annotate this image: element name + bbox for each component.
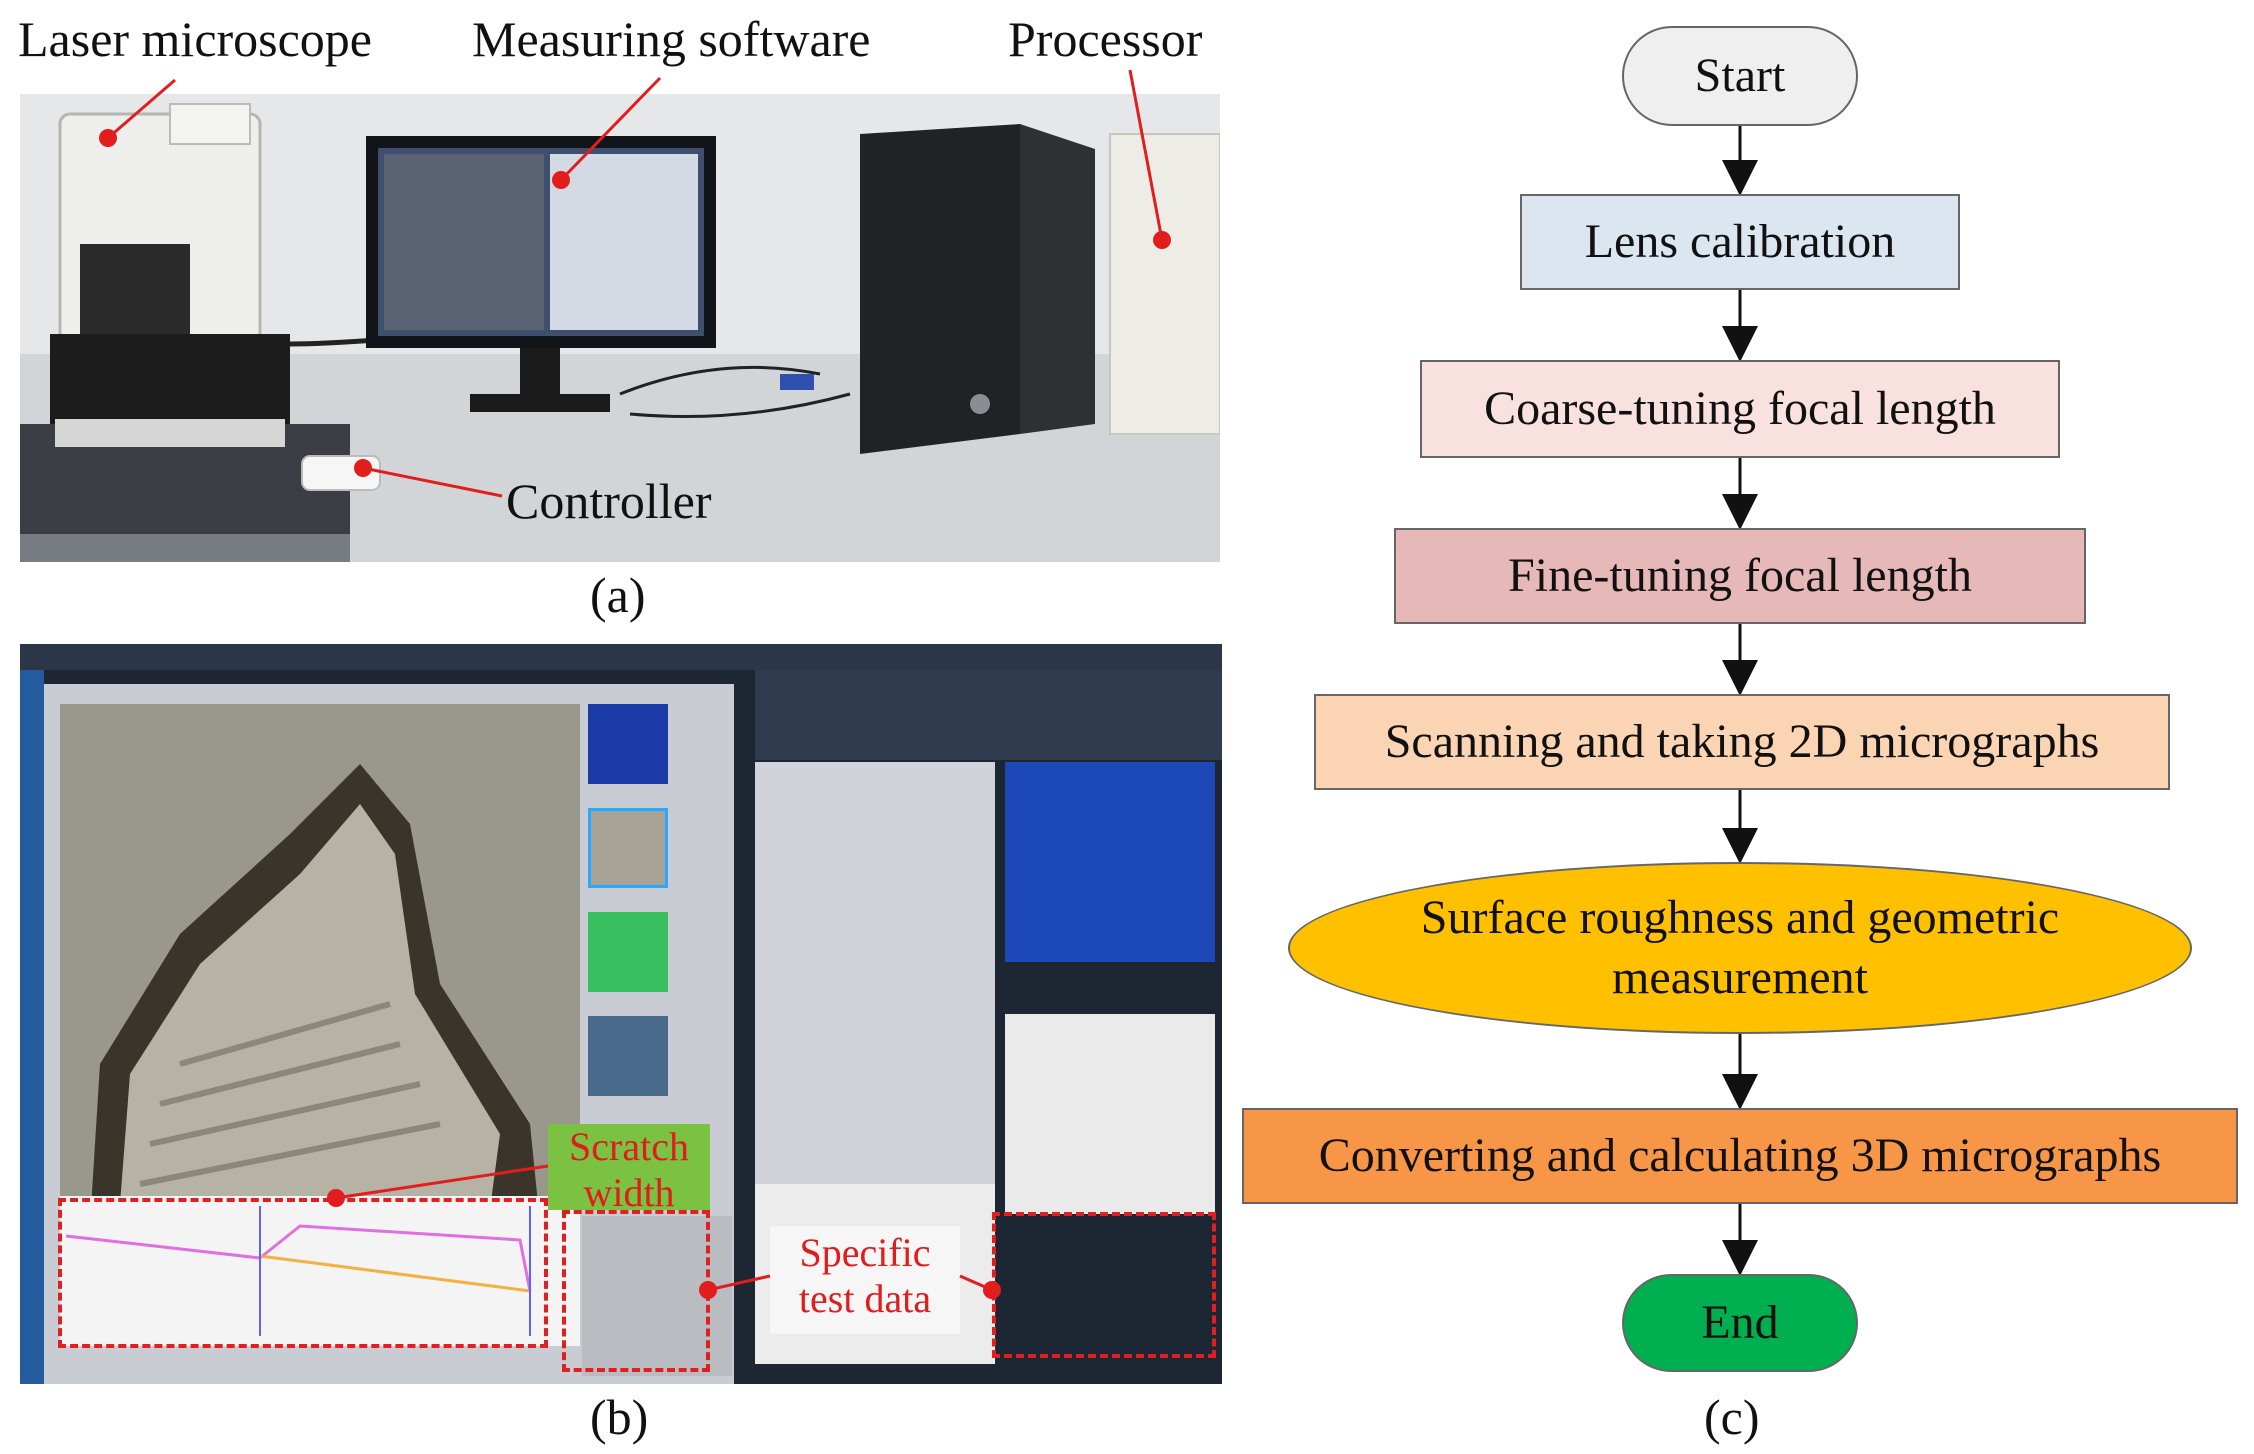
label-laser-microscope: Laser microscope xyxy=(18,11,373,67)
specific-test-data-text: Specific test data xyxy=(798,1230,932,1321)
flow-surface-measurement: Surface roughness and geometric measurem… xyxy=(1288,862,2192,1034)
pointer-dot-profile xyxy=(327,1189,345,1207)
flow-converting: Converting and calculating 3D micrograph… xyxy=(1242,1108,2238,1204)
flow-end: End xyxy=(1622,1274,1858,1372)
sw-profile-chart xyxy=(60,1196,580,1346)
caption-b: (b) xyxy=(590,1389,649,1445)
caption-c: (c) xyxy=(1704,1389,1760,1445)
sw-thumb-4[interactable] xyxy=(588,1016,668,1096)
sw-sidebar xyxy=(20,670,44,1384)
flow-coarse-tuning: Coarse-tuning focal length xyxy=(1420,360,2060,458)
flow-fine-tuning: Fine-tuning focal length xyxy=(1394,528,2086,624)
profile-dashed-box xyxy=(58,1198,548,1348)
specific-test-data-label: Specific test data xyxy=(770,1226,960,1334)
scratch-micrograph xyxy=(60,704,580,1224)
flow-scanning: Scanning and taking 2D micrographs xyxy=(1314,694,2170,790)
pointer-dot-data xyxy=(699,1281,717,1299)
sw-thumb-2[interactable] xyxy=(588,808,668,888)
microscope-shape xyxy=(50,103,290,447)
sw-thumb-1[interactable] xyxy=(588,704,668,784)
sw-tool-panel xyxy=(755,762,995,1232)
sw-file-list xyxy=(1005,1014,1215,1214)
sw-toolbar-top xyxy=(755,670,1222,760)
lab-setup-photo xyxy=(20,94,1220,562)
sw-thumb-3[interactable] xyxy=(588,912,668,992)
sw-colormap xyxy=(1005,762,1215,962)
panel-a-pointer-lines xyxy=(107,69,1164,498)
processor-shape xyxy=(860,124,1095,454)
lab-setup-illustration xyxy=(20,94,1220,562)
caption-a: (a) xyxy=(590,567,646,623)
label-processor: Processor xyxy=(1008,11,1203,67)
flow-lens-calibration: Lens calibration xyxy=(1520,194,1960,290)
sw-titlebar xyxy=(20,644,1222,670)
scratch-width-label: Scratch width xyxy=(548,1124,710,1215)
flowchart-arrows xyxy=(1722,126,1758,1276)
panel-b-pointer-lines xyxy=(335,1164,993,1292)
profile-plot xyxy=(65,1206,532,1336)
pointer-dot-list xyxy=(983,1281,1001,1299)
monitor-shape xyxy=(366,136,716,412)
label-measuring-software: Measuring software xyxy=(472,11,871,67)
sw-micrograph xyxy=(60,704,580,1224)
label-controller: Controller xyxy=(506,473,712,529)
scratch-width-text: Scratch width xyxy=(569,1124,689,1215)
flow-start: Start xyxy=(1622,26,1858,126)
